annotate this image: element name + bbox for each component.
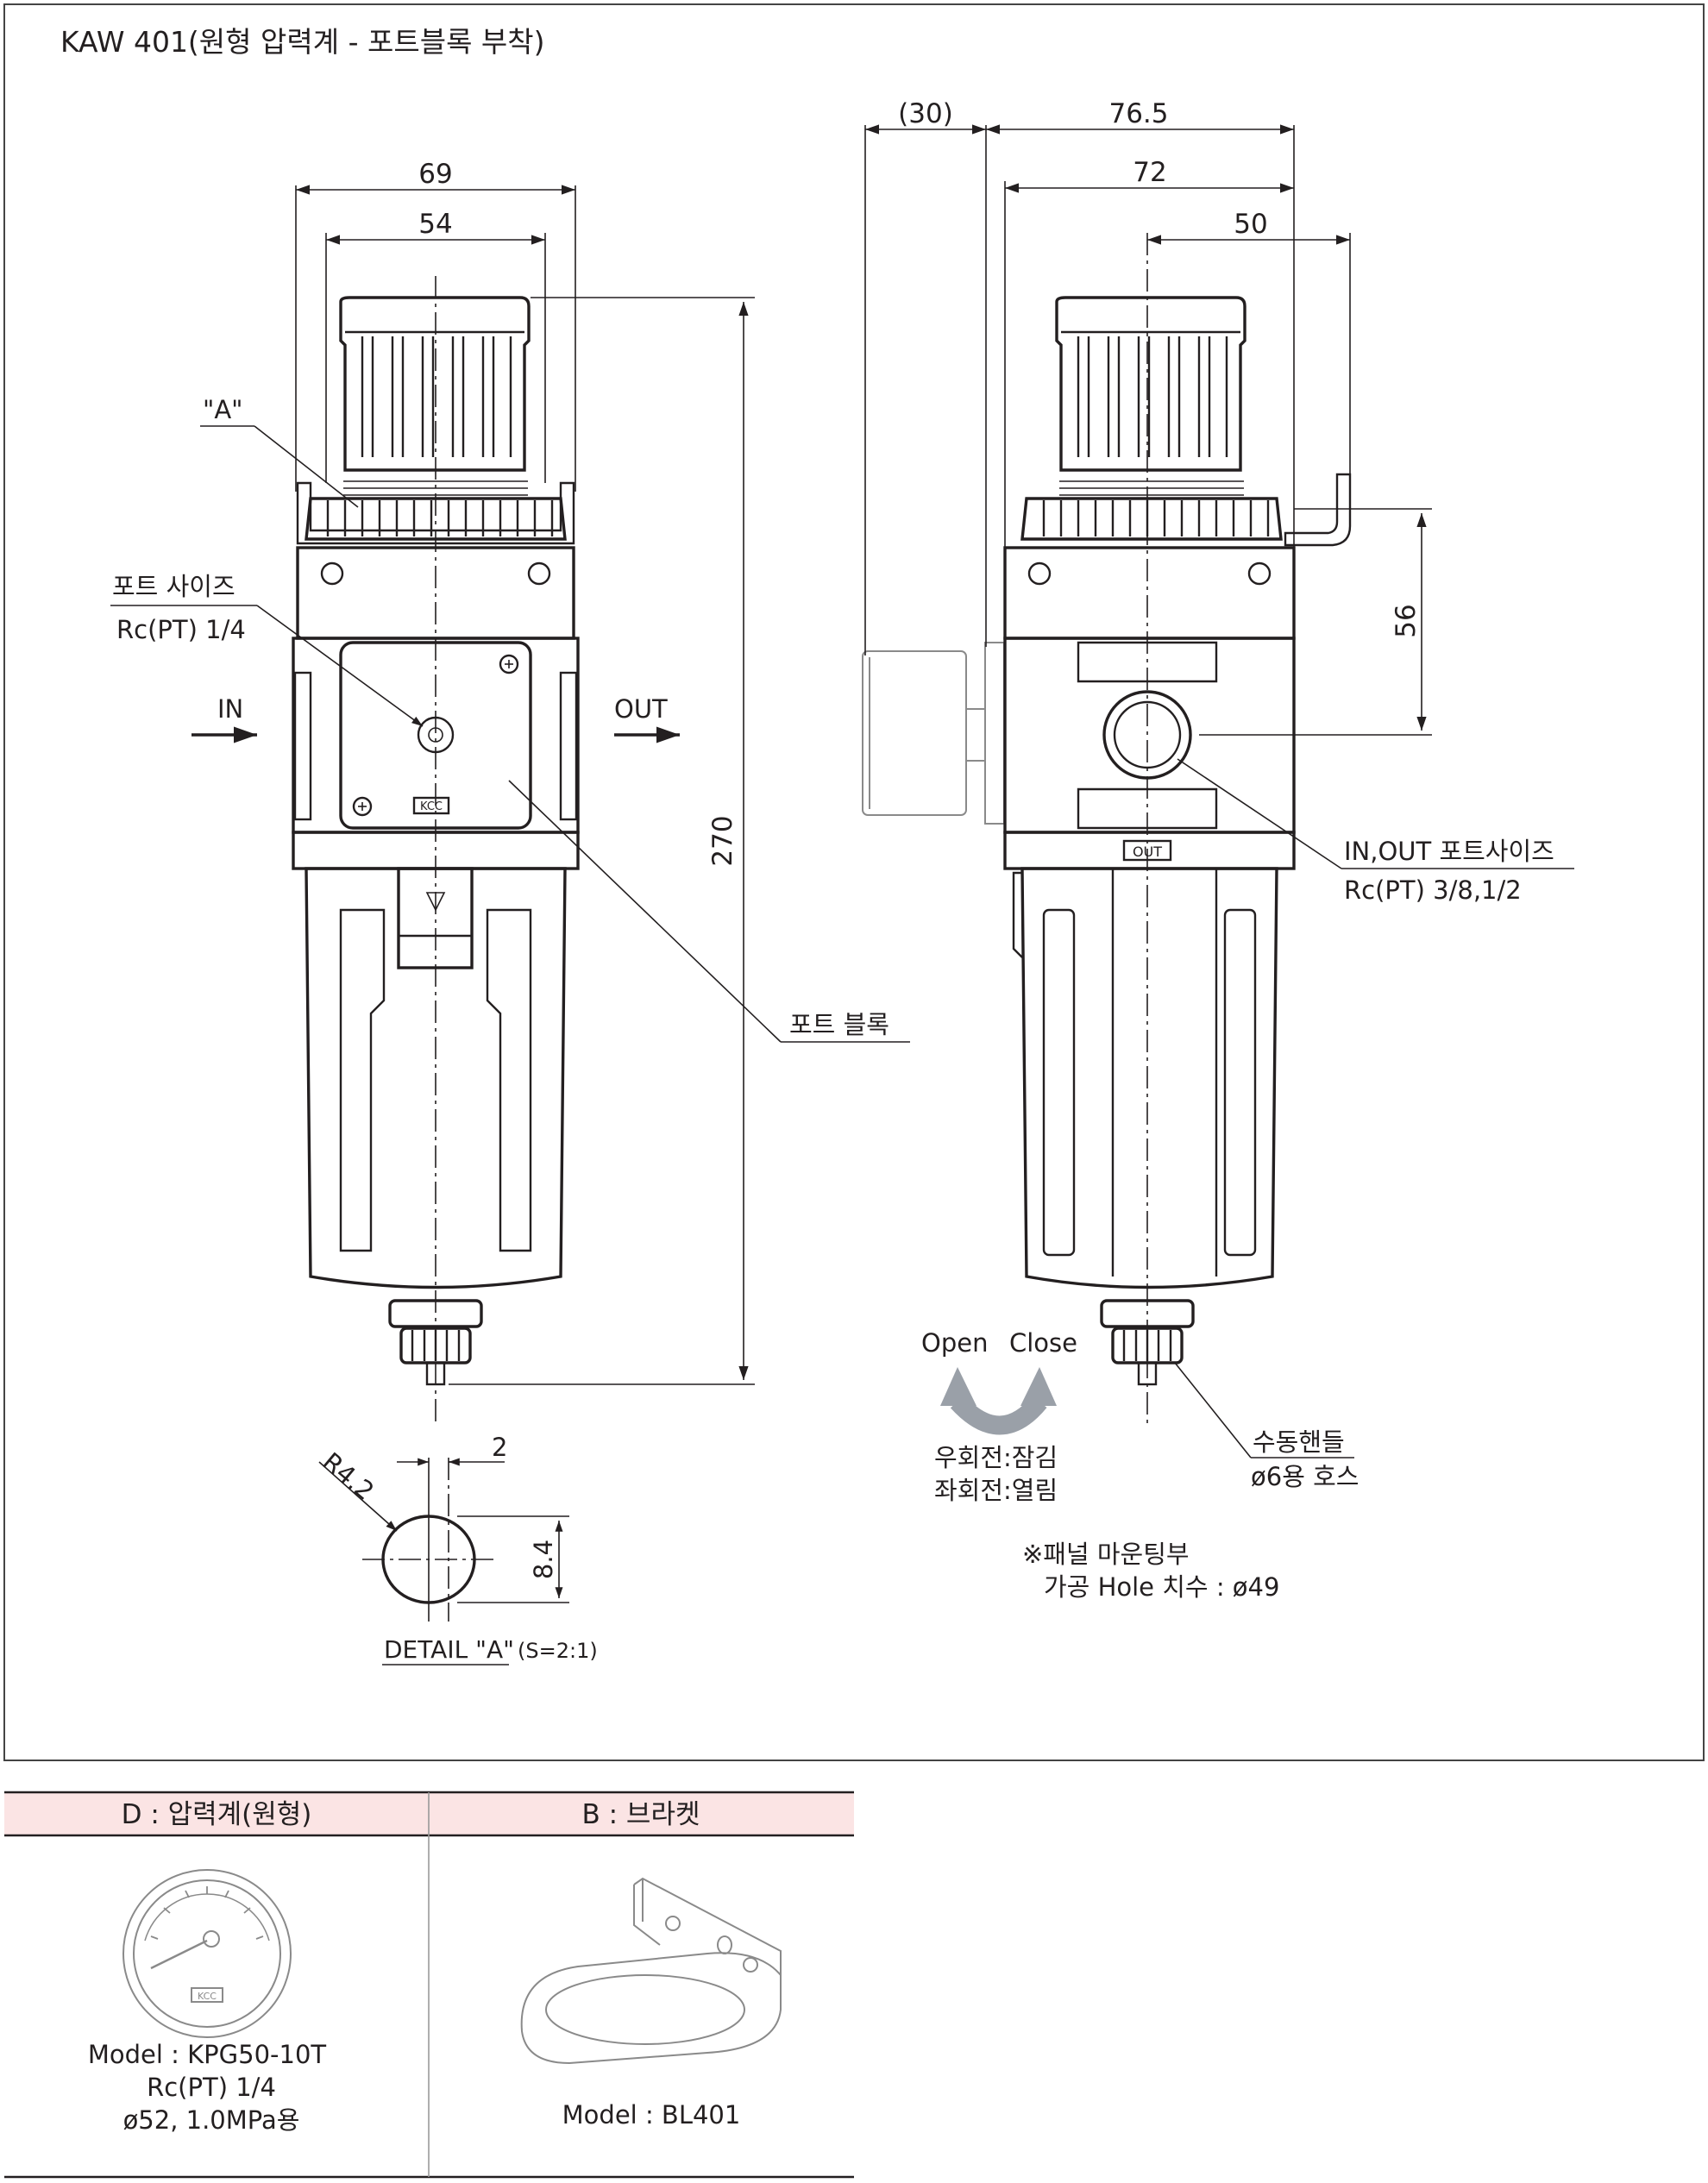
front-view: KCC: [292, 276, 580, 1423]
pressure-gauge-image: KCC: [122, 1869, 292, 2038]
rotate-arrow-right-head: [1020, 1367, 1057, 1406]
accessory-header-bracket: B : 브라켓: [582, 1799, 700, 1830]
gauge-logo: KCC: [198, 1991, 217, 2002]
accessory-header-gauge: D : 압력계(원형): [122, 1799, 312, 1830]
detail-caption: DETAIL "A": [384, 1635, 514, 1664]
knob-ribs: [361, 336, 512, 457]
side-view: OUT: [862, 233, 1352, 1423]
side-window-right: [1223, 908, 1257, 1257]
side-panel-nut: [1020, 497, 1283, 541]
panel-note-1: ※패널 마운팅부: [1022, 1540, 1190, 1569]
dim-gauge: (30): [898, 98, 953, 129]
port-block-label: 포트 블록: [789, 1010, 889, 1039]
in-label: IN: [217, 694, 243, 724]
drain-label: 수동핸들: [1253, 1427, 1345, 1457]
out-label: OUT: [614, 694, 668, 724]
accessories-table: D : 압력계(원형) B : 브라켓 KCC Model : KPG50-10…: [4, 1791, 854, 2179]
front-bonnet: [296, 546, 575, 640]
dim-total: 76.5: [1108, 98, 1168, 129]
side-port-label: IN,OUT 포트사이즈: [1344, 837, 1554, 866]
front-bracket: [296, 481, 575, 545]
front-knob: [339, 296, 531, 472]
callout-a: "A": [203, 395, 243, 424]
side-bonnet: [1003, 546, 1296, 640]
dim-vertical: 56: [1391, 604, 1422, 637]
side-port-value: Rc(PT) 3/8,1/2: [1344, 875, 1522, 905]
out-mark: OUT: [1133, 844, 1162, 860]
side-dimensions: (30) 76.5 72 50 56 IN,OUT 포트사이즈 Rc(PT) 3…: [864, 98, 1574, 1602]
port-size-value: Rc(PT) 1/4: [116, 615, 246, 644]
open-label: Open: [921, 1328, 988, 1358]
close-label: Close: [1009, 1328, 1077, 1358]
port-size-label: 포트 사이즈: [112, 572, 235, 601]
side-port-block: [984, 642, 1005, 825]
dim-width-inner: 54: [418, 209, 452, 240]
rotate-arrow: [950, 1395, 1047, 1435]
side-knob: [1055, 296, 1246, 472]
panel-note-2: 가공 Hole 치수 : ø49: [1044, 1572, 1279, 1602]
bracket-model: Model : BL401: [562, 2100, 741, 2130]
detail-scale: (S=2:1): [518, 1639, 598, 1663]
drain-value: ø6용 호스: [1251, 1462, 1359, 1491]
dim-half: 50: [1234, 209, 1267, 240]
front-bowl: [305, 867, 567, 1289]
bracket-image: [520, 1877, 782, 2065]
detail-height: 8.4: [529, 1540, 558, 1579]
dim-height: 270: [707, 815, 738, 866]
detail-a: 2 8.4 R4.2 DETAIL "A" (S=2:1): [317, 1433, 598, 1665]
front-dimensions: 69 54 270 "A" 포트 사이즈 Rc(PT) 1/4 IN OUT 포…: [110, 159, 910, 1385]
bowl-window-right: [486, 908, 532, 1252]
gauge-model: Model : KPG50-10T: [88, 2040, 327, 2069]
detail-width: 2: [492, 1433, 507, 1462]
thread: [343, 480, 528, 496]
side-window-left: [1042, 908, 1076, 1257]
side-gauge: [862, 650, 967, 816]
detail-radius: R4.2: [317, 1446, 380, 1506]
gauge-spec1: Rc(PT) 1/4: [147, 2073, 276, 2102]
panel-nut: [305, 497, 567, 541]
front-logo: KCC: [420, 800, 443, 813]
drain-nut: [388, 1299, 483, 1328]
dim-width-outer: 69: [418, 159, 452, 190]
dim-body: 72: [1133, 157, 1166, 188]
gauge-spec2: ø52, 1.0MPa용: [123, 2105, 300, 2135]
rotate-left-text: 좌회전:열림: [934, 1476, 1058, 1505]
gauge-port: [417, 716, 455, 754]
port-block-plate: [339, 641, 532, 830]
drawing-title: KAW 401(원형 압력계 - 포트블록 부착): [60, 25, 545, 59]
bowl-lock: [397, 867, 474, 969]
side-bracket: [1284, 473, 1352, 547]
drain-nozzle: [425, 1361, 446, 1386]
drawing-frame: [3, 3, 1705, 1761]
bowl-window-left: [339, 908, 386, 1252]
side-bowl: [1020, 867, 1278, 1289]
main-port: [1102, 690, 1192, 780]
rotate-arrow-left-head: [940, 1367, 976, 1406]
rotate-right-text: 우회전:잠김: [934, 1443, 1058, 1472]
